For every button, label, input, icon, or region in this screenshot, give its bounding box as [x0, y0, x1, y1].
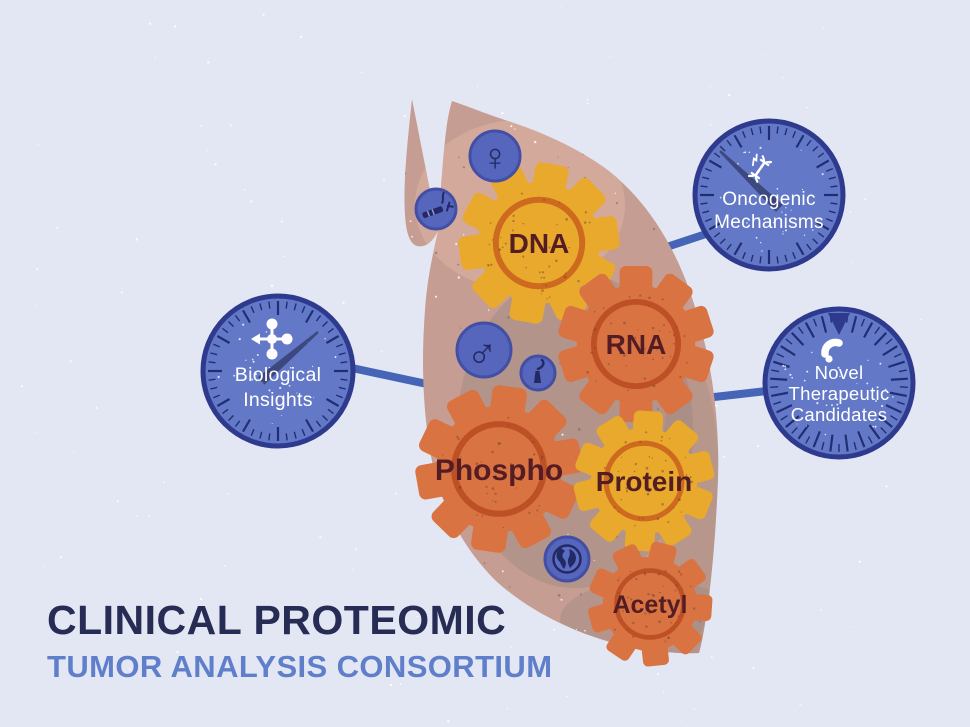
male-symbol-icon: ♂ [466, 329, 498, 376]
title-line1: CLINICAL PROTEOMIC [47, 597, 507, 643]
gear-dna-label: DNA [509, 228, 570, 259]
gear-dna: DNA [458, 162, 620, 324]
gear-acetyl-label: Acetyl [612, 591, 687, 619]
globe-icon [552, 544, 582, 574]
chip-smoking [414, 187, 458, 231]
poster-title: CLINICAL PROTEOMIC TUMOR ANALYSIS CONSOR… [47, 597, 553, 685]
badge-biological-line2: Insights [243, 389, 313, 411]
badge-novel-therapeutic-candidates: Novel Therapeutic Candidates [762, 306, 916, 460]
female-symbol-icon: ♀ [481, 137, 510, 179]
badge-oncogenic-line1: Oncogenic [722, 189, 816, 210]
gear-phospho-label: Phospho [435, 454, 563, 487]
factory-smoke-icon [534, 358, 545, 383]
badge-biological-line1: Biological [235, 364, 321, 386]
cigarette-icon [422, 191, 454, 219]
chip-pollution [519, 354, 557, 392]
badge-novel-line3: Candidates [791, 404, 888, 425]
gear-protein-label: Protein [596, 466, 692, 497]
badge-oncogenic-line2: Mechanisms [714, 212, 824, 233]
gear-rna: RNA [558, 266, 714, 422]
risk-factor-chips: ♀ ♂ [414, 129, 591, 583]
gear-rna-label: RNA [606, 329, 667, 360]
chip-female: ♀ [468, 129, 522, 183]
chip-globe [543, 535, 591, 583]
gear-acetyl: Acetyl [587, 541, 713, 667]
chip-male: ♂ [455, 321, 513, 379]
title-line2: TUMOR ANALYSIS CONSORTIUM [47, 649, 553, 685]
badge-oncogenic-mechanisms: Oncogenic Mechanisms [692, 118, 846, 272]
badge-novel-line1: Novel [815, 362, 864, 383]
gear-phospho: Phospho [415, 385, 583, 553]
badge-biological-insights: Biological Insights [200, 293, 356, 449]
badge-novel-line2: Therapeutic [789, 383, 890, 404]
gear-protein: Protein [573, 410, 715, 552]
